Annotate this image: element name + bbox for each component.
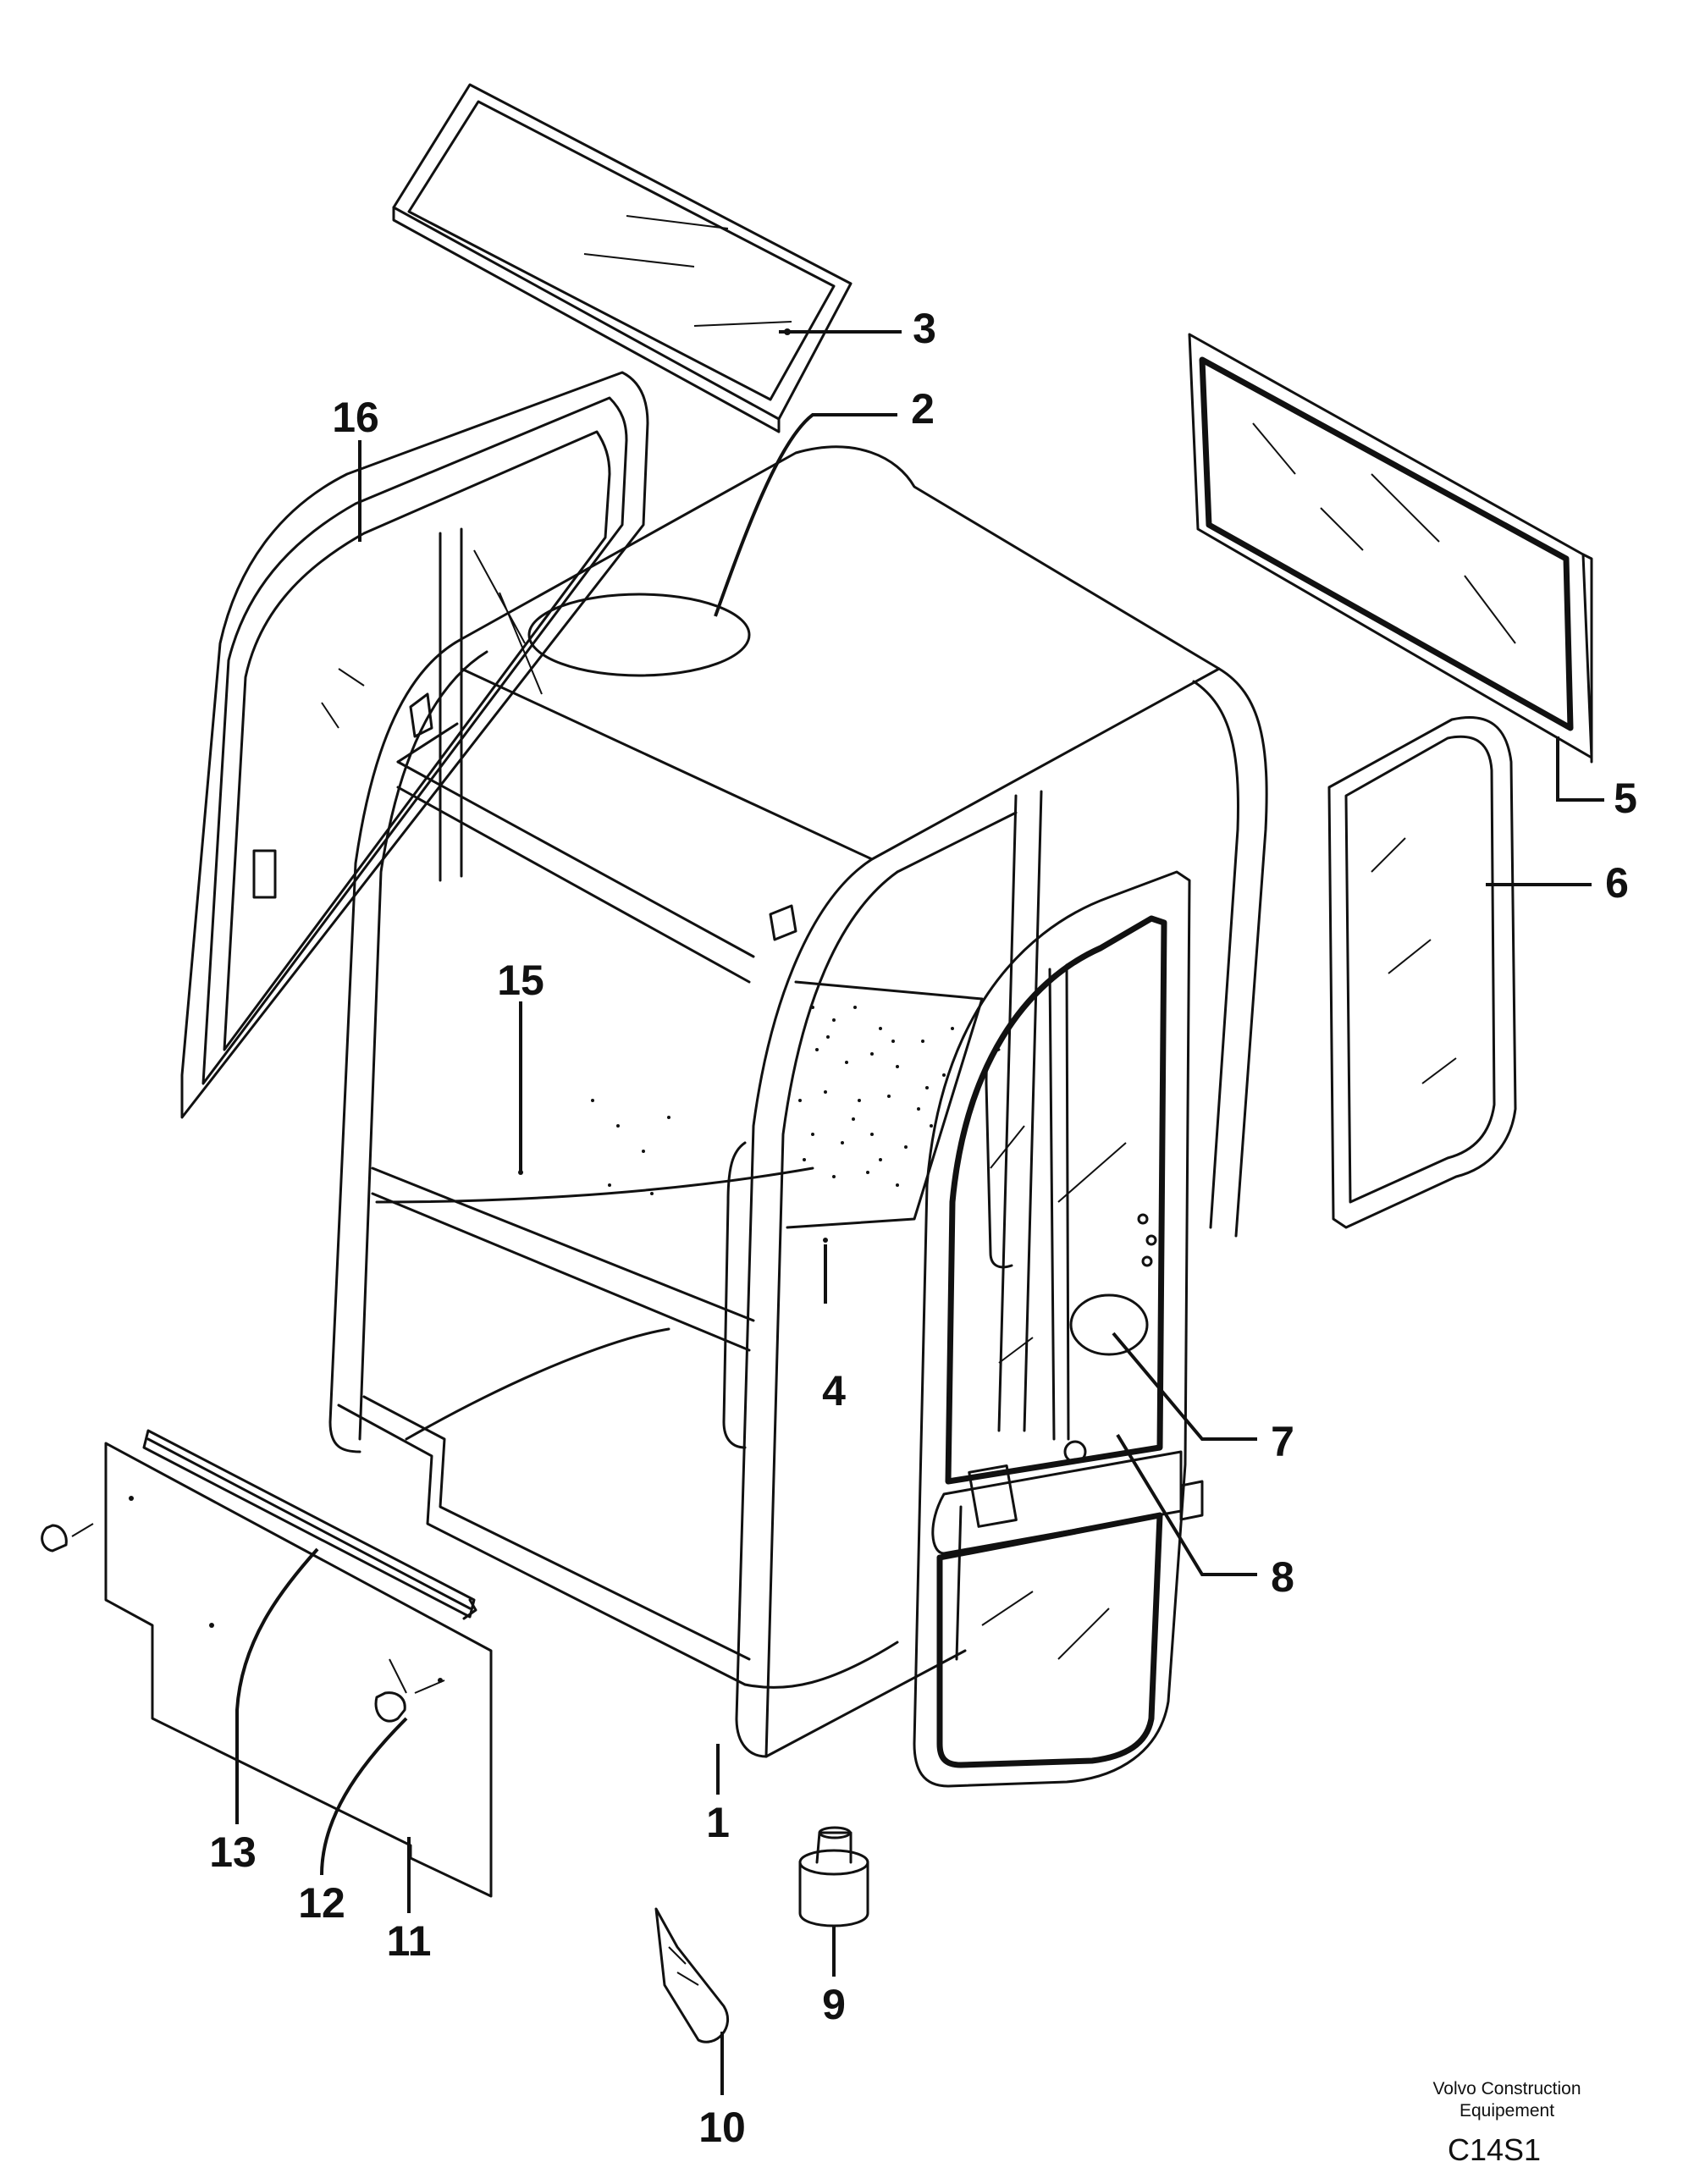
door xyxy=(913,870,1204,1788)
rear-window xyxy=(1188,333,1593,764)
loose-nut xyxy=(41,1523,94,1553)
callout-9: 9 xyxy=(822,1981,846,2028)
callout-2: 2 xyxy=(911,385,935,433)
callout-12: 12 xyxy=(298,1879,345,1927)
figure-footer: Volvo Construction Equipement C14S1 xyxy=(1432,2079,1581,2167)
figure-code: C14S1 xyxy=(1448,2132,1541,2167)
callout-15: 15 xyxy=(497,957,544,1004)
rear-panel xyxy=(786,980,984,1243)
floor-panel-texture xyxy=(518,1099,670,1195)
callout-1: 1 xyxy=(706,1799,730,1846)
leader-lines xyxy=(235,328,1604,2095)
front-window xyxy=(180,371,649,1119)
callout-labels: 1 2 3 4 5 6 7 8 9 10 11 12 13 15 16 xyxy=(209,305,1637,2151)
front-lower-panel xyxy=(104,1442,493,1898)
callout-13: 13 xyxy=(209,1828,257,1876)
callout-10: 10 xyxy=(698,2104,746,2151)
callout-8: 8 xyxy=(1271,1553,1294,1601)
callout-4: 4 xyxy=(822,1367,846,1415)
callout-5: 5 xyxy=(1614,775,1637,822)
fastener xyxy=(374,1658,445,1723)
rear-panel-texture xyxy=(798,1006,954,1187)
roof-panel xyxy=(460,445,1221,861)
callout-11: 11 xyxy=(387,1917,432,1965)
callout-7: 7 xyxy=(1271,1418,1294,1465)
door-speaker-opening xyxy=(1069,1293,1149,1356)
wedge xyxy=(654,1907,730,2043)
maker-name: Volvo Construction xyxy=(1432,2079,1581,2099)
roof-window xyxy=(392,83,853,433)
callout-6: 6 xyxy=(1605,859,1629,907)
maker-name-line2: Equipement xyxy=(1460,2101,1554,2121)
callout-16: 16 xyxy=(332,394,379,441)
cab-frame xyxy=(328,637,1268,1758)
side-window xyxy=(1327,715,1517,1229)
callout-3: 3 xyxy=(913,305,936,352)
seal-strip xyxy=(142,1429,477,1620)
roof-opening-circle xyxy=(527,593,751,677)
damper xyxy=(798,1826,869,1928)
